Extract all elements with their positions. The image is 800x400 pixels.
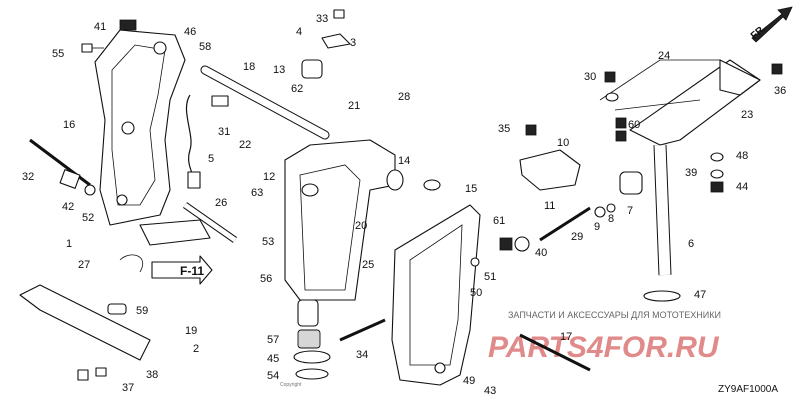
part-label-45: 45 (267, 353, 279, 365)
part-label-28: 28 (398, 91, 410, 103)
part-label-36: 36 (774, 85, 786, 97)
part-label-26: 26 (215, 197, 227, 209)
stern-bracket-left (94, 29, 186, 226)
watermark-brand: PARTS4FOR.RU (488, 331, 720, 364)
part-label-2: 2 (193, 343, 199, 355)
part-label-7: 7 (627, 205, 633, 217)
part-label-4: 4 (296, 26, 302, 38)
part-label-42: 42 (62, 201, 74, 213)
part-label-11: 11 (544, 200, 555, 212)
part-label-53: 53 (262, 236, 274, 248)
part-label-60: 60 (628, 119, 640, 131)
part-label-41: 41 (94, 21, 106, 33)
part-label-23: 23 (741, 109, 753, 121)
part-label-52: 52 (82, 212, 94, 224)
bolt-55 (81, 43, 104, 53)
part-label-46: 46 (184, 26, 196, 38)
tilt-tube (200, 65, 330, 140)
part-label-54: 54 (267, 370, 279, 382)
part-label-63: 63 (251, 187, 263, 199)
part-label-40: 40 (535, 247, 547, 259)
part-label-56: 56 (260, 273, 272, 285)
part-label-51: 51 (484, 271, 496, 283)
part-label-27: 27 (78, 259, 90, 271)
swivel-case (284, 139, 404, 301)
part-label-48: 48 (736, 150, 748, 162)
front-direction-arrow: FR. (749, 6, 793, 43)
part-label-24: 24 (658, 50, 670, 62)
part-label-55: 55 (52, 48, 64, 60)
part-label-25: 25 (362, 259, 374, 271)
part-label-31: 31 (218, 126, 230, 138)
part-label-32: 32 (22, 171, 34, 183)
part-label-30: 30 (584, 71, 596, 83)
part-label-3: 3 (350, 37, 356, 49)
steering-arm (599, 59, 761, 146)
part-label-22: 22 (239, 139, 251, 151)
part-label-6: 6 (688, 238, 694, 250)
part-label-59: 59 (136, 305, 148, 317)
part-label-50: 50 (470, 287, 482, 299)
part-label-20: 20 (355, 220, 367, 232)
part-label-5: 5 (208, 153, 214, 165)
part-label-39: 39 (685, 167, 697, 179)
part-label-1: 1 (66, 238, 72, 250)
part-label-10: 10 (557, 137, 569, 149)
part-label-29: 29 (571, 231, 583, 243)
part-label-9: 9 (594, 221, 600, 233)
part-label-61: 61 (493, 215, 505, 227)
part-label-49: 49 (463, 375, 475, 387)
part-label-8: 8 (608, 213, 614, 225)
part-label-44: 44 (736, 181, 748, 193)
part-label-15: 15 (465, 183, 477, 195)
part-label-21: 21 (348, 100, 360, 112)
part-label-37: 37 (122, 382, 134, 394)
svg-text:Copyright: Copyright (280, 382, 302, 388)
part-label-18: 18 (243, 61, 255, 73)
part-label-38: 38 (146, 369, 158, 381)
watermark-caption: ЗАПЧАСТИ И АКСЕССУАРЫ ДЛЯ МОТОТЕХНИКИ (508, 310, 721, 320)
part-label-58: 58 (199, 41, 211, 53)
part-label-13: 13 (273, 64, 285, 76)
diagram-code: ZY9AF1000A (718, 384, 778, 395)
part-label-33: 33 (316, 13, 328, 25)
part-label-47: 47 (694, 289, 706, 301)
part-label-14: 14 (398, 155, 410, 167)
reference-label: F-11 (180, 264, 204, 278)
part-label-57: 57 (267, 334, 279, 346)
part-label-43: 43 (484, 385, 496, 397)
part-label-17: 17 (560, 331, 572, 343)
part-label-34: 34 (356, 349, 368, 361)
part-label-62: 62 (291, 83, 303, 95)
part-number-labels: 1234567891011121314151617181920212223242… (22, 13, 786, 397)
part-label-19: 19 (185, 325, 197, 337)
cap (119, 19, 137, 31)
direction-label: FR. (749, 23, 769, 42)
stern-bracket-right (391, 204, 481, 386)
ref-arrow (151, 255, 213, 285)
part-label-16: 16 (63, 119, 75, 131)
part-label-12: 12 (263, 171, 275, 183)
part-label-35: 35 (498, 123, 510, 135)
